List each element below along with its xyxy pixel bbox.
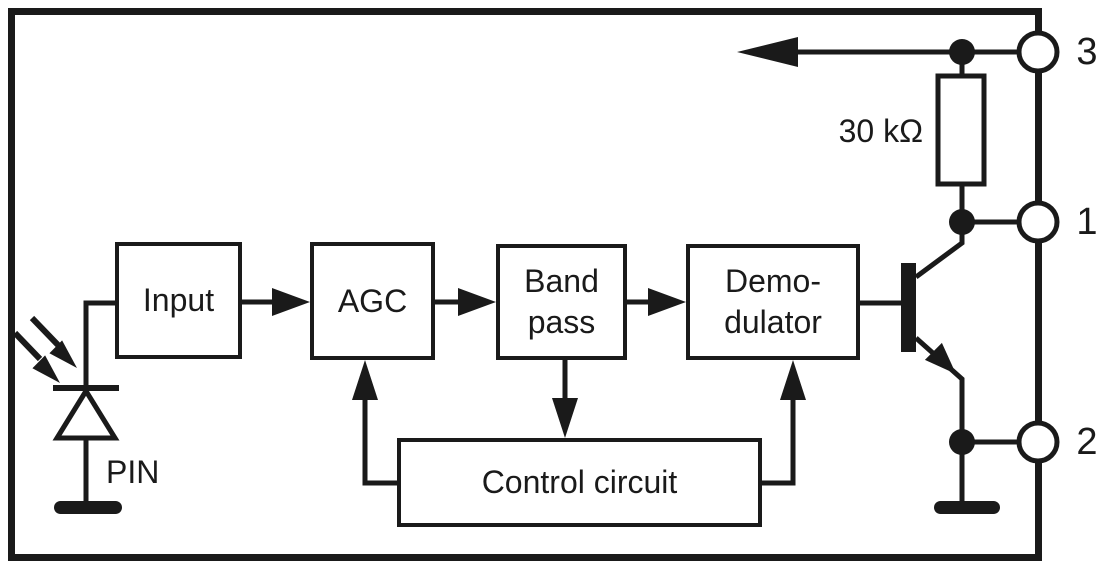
block-bandpass-label-line2: pass [527, 304, 596, 340]
signal-arrow-agc-to-bandpass [435, 288, 496, 316]
block-input-label: Input [142, 282, 215, 319]
block-demodulator: Demo- dulator [686, 244, 860, 360]
photodiode-label: PIN [106, 454, 160, 490]
block-bandpass-label-line1: Band [524, 263, 599, 300]
ic-boundary [8, 8, 1042, 561]
pin-3-terminal [1016, 30, 1060, 74]
block-input: Input [115, 242, 242, 359]
pin-terminals [1016, 30, 1060, 464]
pin-1-label: 1 [1076, 201, 1098, 243]
block-demodulator-label-line2: dulator [724, 304, 822, 340]
ground-icon-photodiode [54, 501, 122, 514]
control-arrow-to-demodulator [762, 360, 806, 486]
block-control-circuit-label: Control circuit [481, 464, 678, 501]
transistor-symbol [901, 222, 965, 442]
control-arrow-from-bandpass [552, 360, 578, 438]
wires-to-pins [962, 49, 1020, 445]
block-control-circuit: Control circuit [397, 438, 762, 527]
light-rays-icon [12, 315, 77, 383]
block-demodulator-label-line1: Demo- [724, 263, 821, 300]
output-arrow [737, 37, 962, 67]
signal-arrow-bandpass-to-demodulator [627, 288, 686, 316]
signal-arrow-input-to-agc [242, 288, 310, 316]
photodiode-symbol [52, 300, 120, 502]
ground-icon-emitter [934, 501, 1000, 514]
pin-3-label: 3 [1076, 31, 1098, 73]
resistor-value-label: 30 kΩ [838, 113, 923, 149]
resistor-symbol [935, 52, 987, 222]
control-arrow-to-agc [352, 360, 397, 486]
block-agc-label: AGC [337, 282, 408, 319]
block-bandpass: Band pass [496, 244, 627, 360]
pin-2-terminal [1016, 420, 1060, 464]
pin-1-terminal [1016, 200, 1060, 244]
pin-2-label: 2 [1076, 421, 1098, 463]
block-agc: AGC [310, 242, 435, 360]
